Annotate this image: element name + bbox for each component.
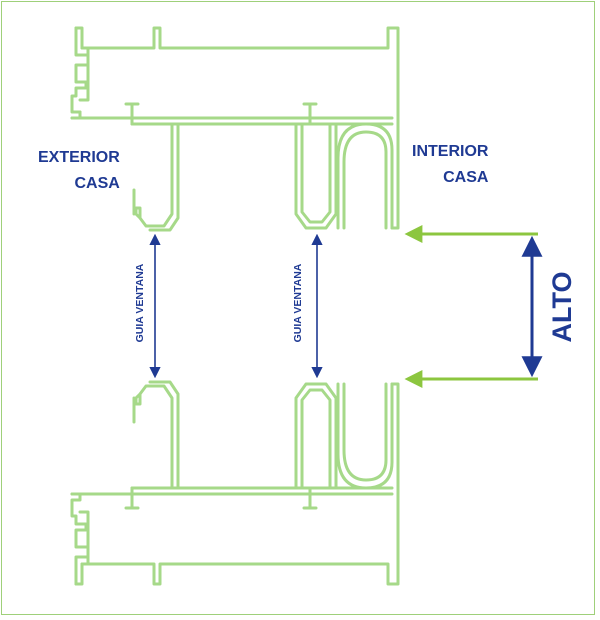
guide-left-label: GUIA VENTANA: [134, 263, 146, 343]
profile-top-half: [70, 26, 400, 232]
height-label: ALTO: [547, 271, 577, 343]
exterior-label-line2: CASA: [74, 175, 120, 192]
profile-bottom-half: [70, 380, 400, 586]
interior-label-line2: CASA: [443, 169, 489, 186]
exterior-label: EXTERIOR CASA: [38, 145, 120, 197]
interior-label-line1: INTERIOR: [412, 143, 489, 160]
interior-label: INTERIOR CASA: [412, 139, 488, 191]
aluminium-profile: [70, 26, 400, 586]
exterior-label-line1: EXTERIOR: [38, 149, 120, 166]
guide-right-label: GUIA VENTANA: [292, 263, 304, 343]
